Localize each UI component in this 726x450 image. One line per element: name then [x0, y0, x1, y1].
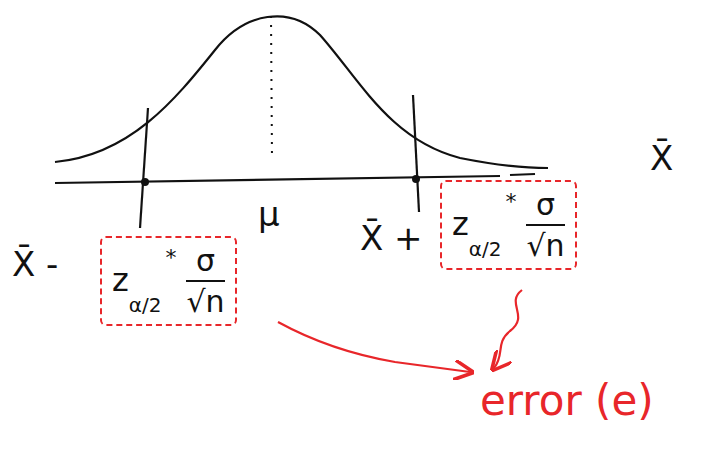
upper-bound-dot: [412, 175, 420, 183]
axis-dash: [510, 174, 535, 175]
z-symbol: z: [112, 263, 129, 298]
error-note: error (e): [480, 378, 654, 424]
subscript: α/2: [129, 294, 162, 316]
numerator: σ: [536, 188, 555, 221]
fraction-bar: [186, 280, 224, 282]
margin-of-error-box: zα/2 * σ √n: [440, 180, 577, 270]
times-sign: *: [505, 190, 516, 214]
numerator: σ: [196, 244, 215, 277]
formula-row: zα/2 * σ √n: [452, 188, 565, 262]
fraction: σ √n: [186, 244, 224, 318]
x-axis: [55, 176, 500, 183]
fraction: σ √n: [526, 188, 564, 262]
lower-bound-dot: [141, 178, 149, 186]
times-sign: *: [165, 246, 176, 270]
denominator: √n: [186, 285, 224, 318]
margin-of-error-box: zα/2 * σ √n: [100, 236, 237, 326]
denominator: √n: [526, 229, 564, 262]
axis-variable: X̄: [650, 140, 673, 177]
upper-bound-line: [413, 95, 419, 212]
mean-symbol: μ: [258, 196, 280, 233]
mean-dotted-line: [271, 16, 272, 160]
error-arrow: [494, 290, 522, 368]
bell-curve: [55, 16, 548, 168]
bound-label: X̄ +: [360, 220, 423, 257]
z-symbol: z: [452, 207, 469, 242]
error-arrow: [278, 322, 470, 372]
subscript: α/2: [469, 238, 502, 260]
bound-label: X̄ -: [12, 246, 58, 283]
formula-row: zα/2 * σ √n: [112, 244, 225, 318]
fraction-bar: [526, 224, 564, 226]
lower-bound-line: [140, 108, 148, 228]
